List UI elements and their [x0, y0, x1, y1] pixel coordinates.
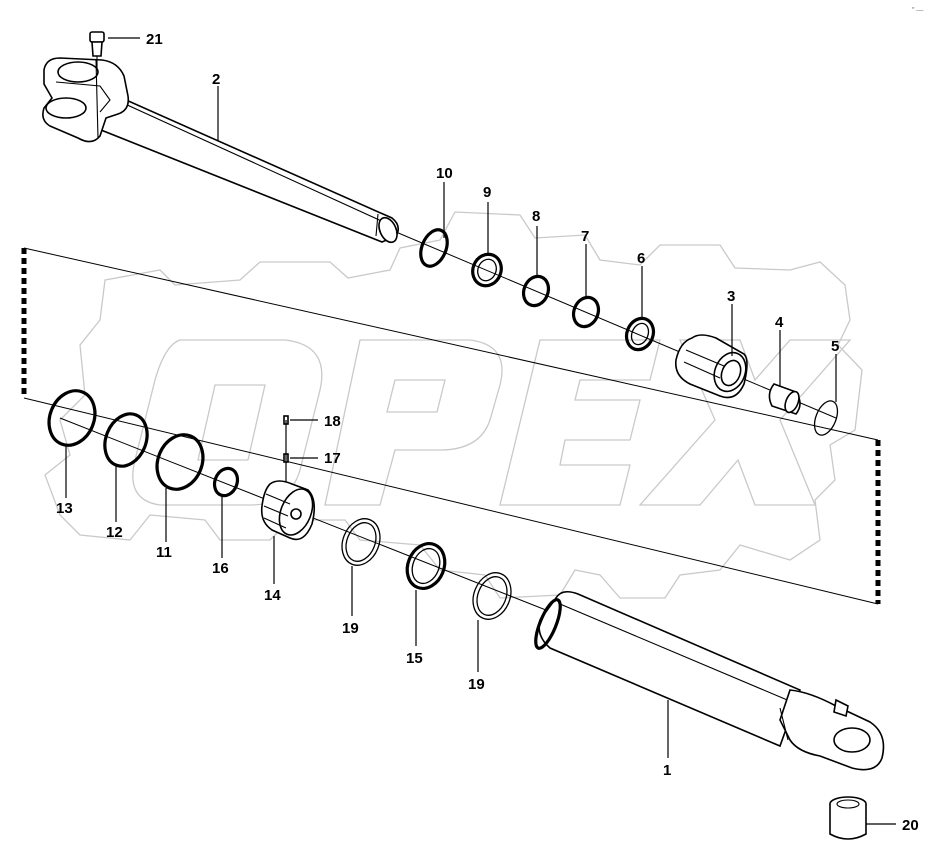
bushing-20: [829, 796, 867, 840]
corner-mark: ″ —: [912, 7, 923, 14]
snap-ring-5: [813, 400, 839, 436]
callout-18: 18: [324, 413, 341, 430]
seal-13: [47, 389, 97, 447]
bushing-4: [768, 383, 801, 415]
piston-14: [260, 480, 316, 541]
callout-10: 10: [436, 165, 453, 182]
callout-12: 12: [106, 524, 123, 541]
callout-1: 1: [663, 762, 671, 779]
callout-6: 6: [637, 250, 645, 267]
ring-19b: [472, 572, 512, 620]
piston-rod: [42, 57, 400, 244]
callout-17: 17: [324, 450, 341, 467]
callout-20: 20: [902, 817, 919, 834]
callout-3: 3: [727, 288, 735, 305]
seal-axis-upper: [395, 231, 837, 419]
rod-seal-9: [471, 252, 503, 288]
callout-8: 8: [532, 208, 540, 225]
callout-4: 4: [775, 314, 784, 331]
callout-14: 14: [264, 587, 281, 604]
callout-7: 7: [581, 228, 589, 245]
watermark-logo: [44, 211, 863, 599]
seal-11: [155, 433, 205, 491]
wiper-6: [624, 316, 656, 352]
ring-8: [521, 274, 551, 308]
callout-13: 13: [56, 500, 73, 517]
gland-3: [674, 334, 748, 399]
leader-lines: [65, 37, 896, 825]
callout-11: 11: [156, 544, 172, 561]
callout-19b: 19: [468, 676, 485, 693]
callout-21: 21: [146, 31, 163, 48]
callout-15: 15: [406, 650, 423, 667]
cylinder-barrel: [534, 590, 885, 771]
callout-5: 5: [831, 338, 839, 355]
callout-16: 16: [212, 560, 229, 577]
callout-9: 9: [483, 184, 491, 201]
o-ring-16: [212, 466, 240, 498]
seal-12: [103, 412, 149, 468]
snap-ring-10: [419, 228, 449, 268]
ring-19a: [341, 518, 381, 566]
callout-19a: 19: [342, 620, 359, 637]
assembly-outline: [21, 247, 881, 605]
grease-fitting: [89, 31, 105, 70]
callouts: 21 2 10 9 8 7 6 3 4 5 13 12 11 16 14 18 …: [56, 31, 919, 834]
seal-15: [405, 542, 447, 590]
ring-7: [571, 295, 601, 329]
callout-2: 2: [212, 71, 220, 88]
